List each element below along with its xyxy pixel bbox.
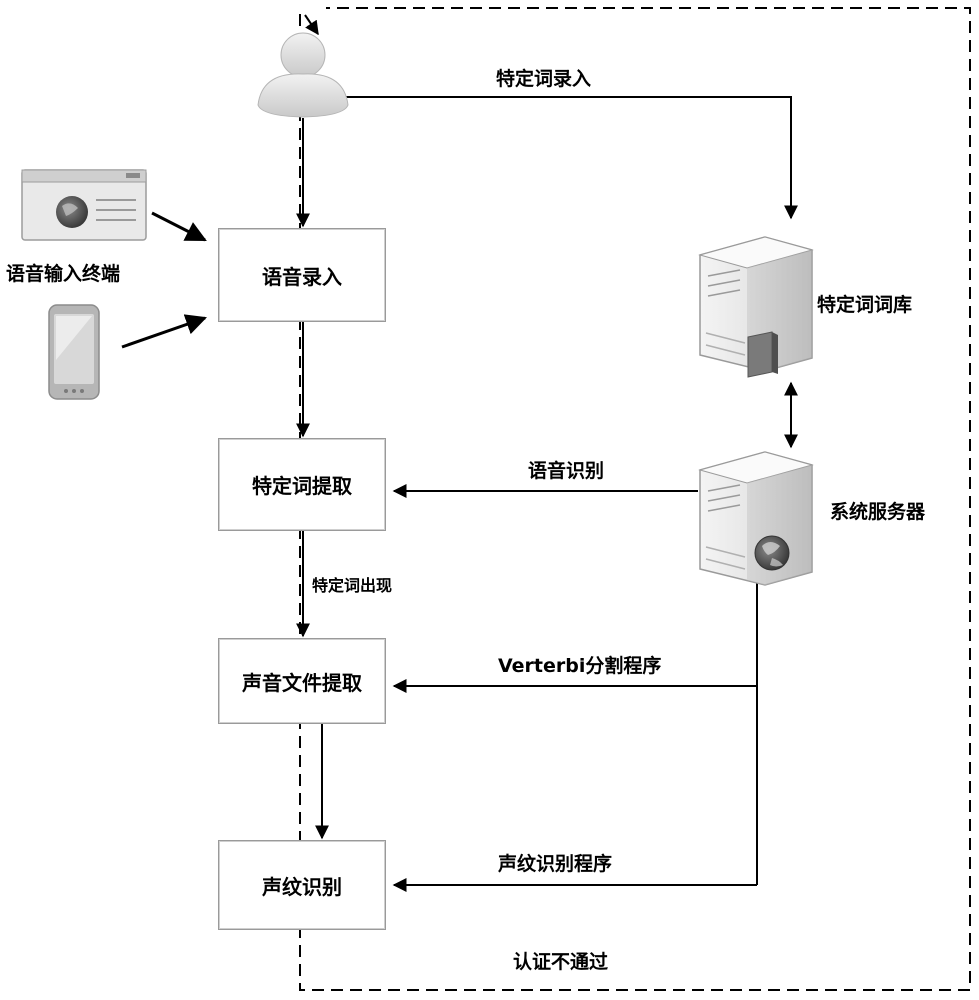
voice-input-label: 语音录入 <box>262 264 342 289</box>
audio-extract-label: 声音文件提取 <box>242 670 362 695</box>
audio-extract-box: 声音文件提取 <box>218 638 386 724</box>
user-icon <box>257 32 349 118</box>
browser-window-icon <box>21 169 147 241</box>
arrow-keyword-entry <box>345 96 798 220</box>
arrow-phone-to-voice-input <box>121 314 207 349</box>
keyword-appears-label: 特定词出现 <box>312 576 393 595</box>
database-server-icon <box>698 236 814 378</box>
keyword-extract-label: 特定词提取 <box>252 474 352 498</box>
voiceprint-label: 声纹识别 <box>262 874 342 899</box>
arrow-into-user <box>304 14 319 36</box>
system-server-label: 系统服务器 <box>830 501 926 523</box>
voice-input-box: 语音录入 <box>218 228 386 322</box>
mobile-phone-icon <box>48 304 100 400</box>
terminal-label: 语音输入终端 <box>6 263 121 285</box>
keyword-extract-box: 特定词提取 <box>218 438 386 531</box>
verterbi-label: Verterbi分割程序 <box>498 655 662 677</box>
voiceprint-program-label: 声纹识别程序 <box>498 853 613 875</box>
auth-failed-label: 认证不通过 <box>513 951 609 973</box>
web-server-icon <box>698 451 814 586</box>
keyword-entry-label: 特定词录入 <box>496 68 592 90</box>
keyword-db-label: 特定词词库 <box>817 294 913 316</box>
speech-recognition-label: 语音识别 <box>528 460 605 482</box>
arrow-browser-to-voice-input <box>151 211 207 242</box>
voiceprint-box: 声纹识别 <box>218 840 386 930</box>
